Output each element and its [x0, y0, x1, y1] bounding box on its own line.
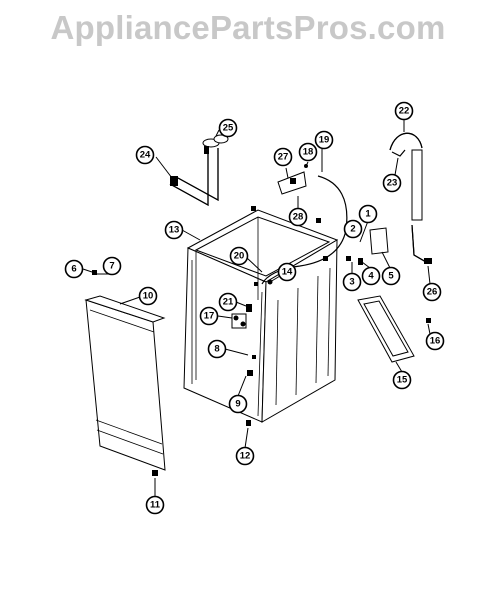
cover-plate-part [369, 227, 389, 255]
svg-text:6: 6 [71, 264, 76, 275]
valve-bracket-part [277, 171, 307, 195]
svg-text:27: 27 [278, 152, 289, 163]
callout-8[interactable]: 8 [207, 339, 227, 359]
svg-text:4: 4 [368, 271, 374, 282]
svg-text:3: 3 [349, 277, 354, 288]
svg-text:14: 14 [282, 267, 293, 278]
callout-12[interactable]: 12 [235, 446, 255, 466]
svg-text:19: 19 [319, 135, 330, 146]
callout-5[interactable]: 5 [381, 266, 401, 286]
svg-text:21: 21 [223, 297, 234, 308]
front-panel-part [84, 295, 166, 471]
svg-text:26: 26 [427, 287, 438, 298]
svg-text:20: 20 [234, 251, 245, 262]
access-panel-part [357, 295, 415, 363]
svg-text:22: 22 [399, 106, 410, 117]
water-valve-part [231, 304, 252, 329]
svg-text:7: 7 [109, 261, 114, 272]
callout-22[interactable]: 22 [394, 101, 414, 121]
callout-23[interactable]: 23 [382, 173, 402, 193]
callout-11[interactable]: 11 [145, 495, 165, 515]
site-watermark: AppliancePartsPros.com [50, 9, 446, 46]
svg-text:17: 17 [204, 311, 215, 322]
callout-6[interactable]: 6 [64, 259, 84, 279]
callout-20[interactable]: 20 [229, 246, 249, 266]
svg-text:5: 5 [388, 271, 394, 282]
svg-text:13: 13 [169, 225, 180, 236]
callout-18[interactable]: 18 [298, 142, 318, 162]
svg-text:24: 24 [140, 150, 151, 161]
callout-13[interactable]: 13 [164, 220, 184, 240]
svg-text:2: 2 [350, 224, 355, 235]
callout-16[interactable]: 16 [425, 331, 445, 351]
svg-text:28: 28 [293, 212, 304, 223]
callout-15[interactable]: 15 [392, 370, 412, 390]
svg-text:8: 8 [214, 344, 219, 355]
callout-19[interactable]: 19 [314, 130, 334, 150]
svg-text:25: 25 [223, 123, 234, 134]
callout-1[interactable]: 1 [358, 204, 378, 224]
svg-text:16: 16 [430, 336, 441, 347]
callout-17[interactable]: 17 [199, 306, 219, 326]
callout-9[interactable]: 9 [228, 394, 248, 414]
svg-text:9: 9 [235, 399, 240, 410]
callout-2[interactable]: 2 [343, 219, 363, 239]
callout-4[interactable]: 4 [361, 266, 381, 286]
callout-27[interactable]: 27 [273, 147, 293, 167]
svg-text:23: 23 [387, 178, 398, 189]
callout-3[interactable]: 3 [342, 272, 362, 292]
callout-28[interactable]: 28 [288, 207, 308, 227]
callout-21[interactable]: 21 [218, 292, 238, 312]
svg-text:11: 11 [150, 500, 161, 511]
callout-24[interactable]: 24 [135, 145, 155, 165]
callout-26[interactable]: 26 [422, 282, 442, 302]
callout-25[interactable]: 25 [218, 118, 238, 138]
svg-text:10: 10 [143, 291, 154, 302]
callout-10[interactable]: 10 [138, 286, 158, 306]
inlet-hose-part [169, 134, 229, 207]
drain-hose-part [389, 132, 432, 264]
leader-lines [82, 120, 431, 496]
hose-part [261, 175, 348, 285]
svg-text:18: 18 [303, 147, 314, 158]
callout-14[interactable]: 14 [277, 262, 297, 282]
svg-text:1: 1 [365, 209, 371, 220]
svg-text:12: 12 [240, 451, 251, 462]
callout-7[interactable]: 7 [102, 256, 122, 276]
svg-text:15: 15 [397, 375, 408, 386]
